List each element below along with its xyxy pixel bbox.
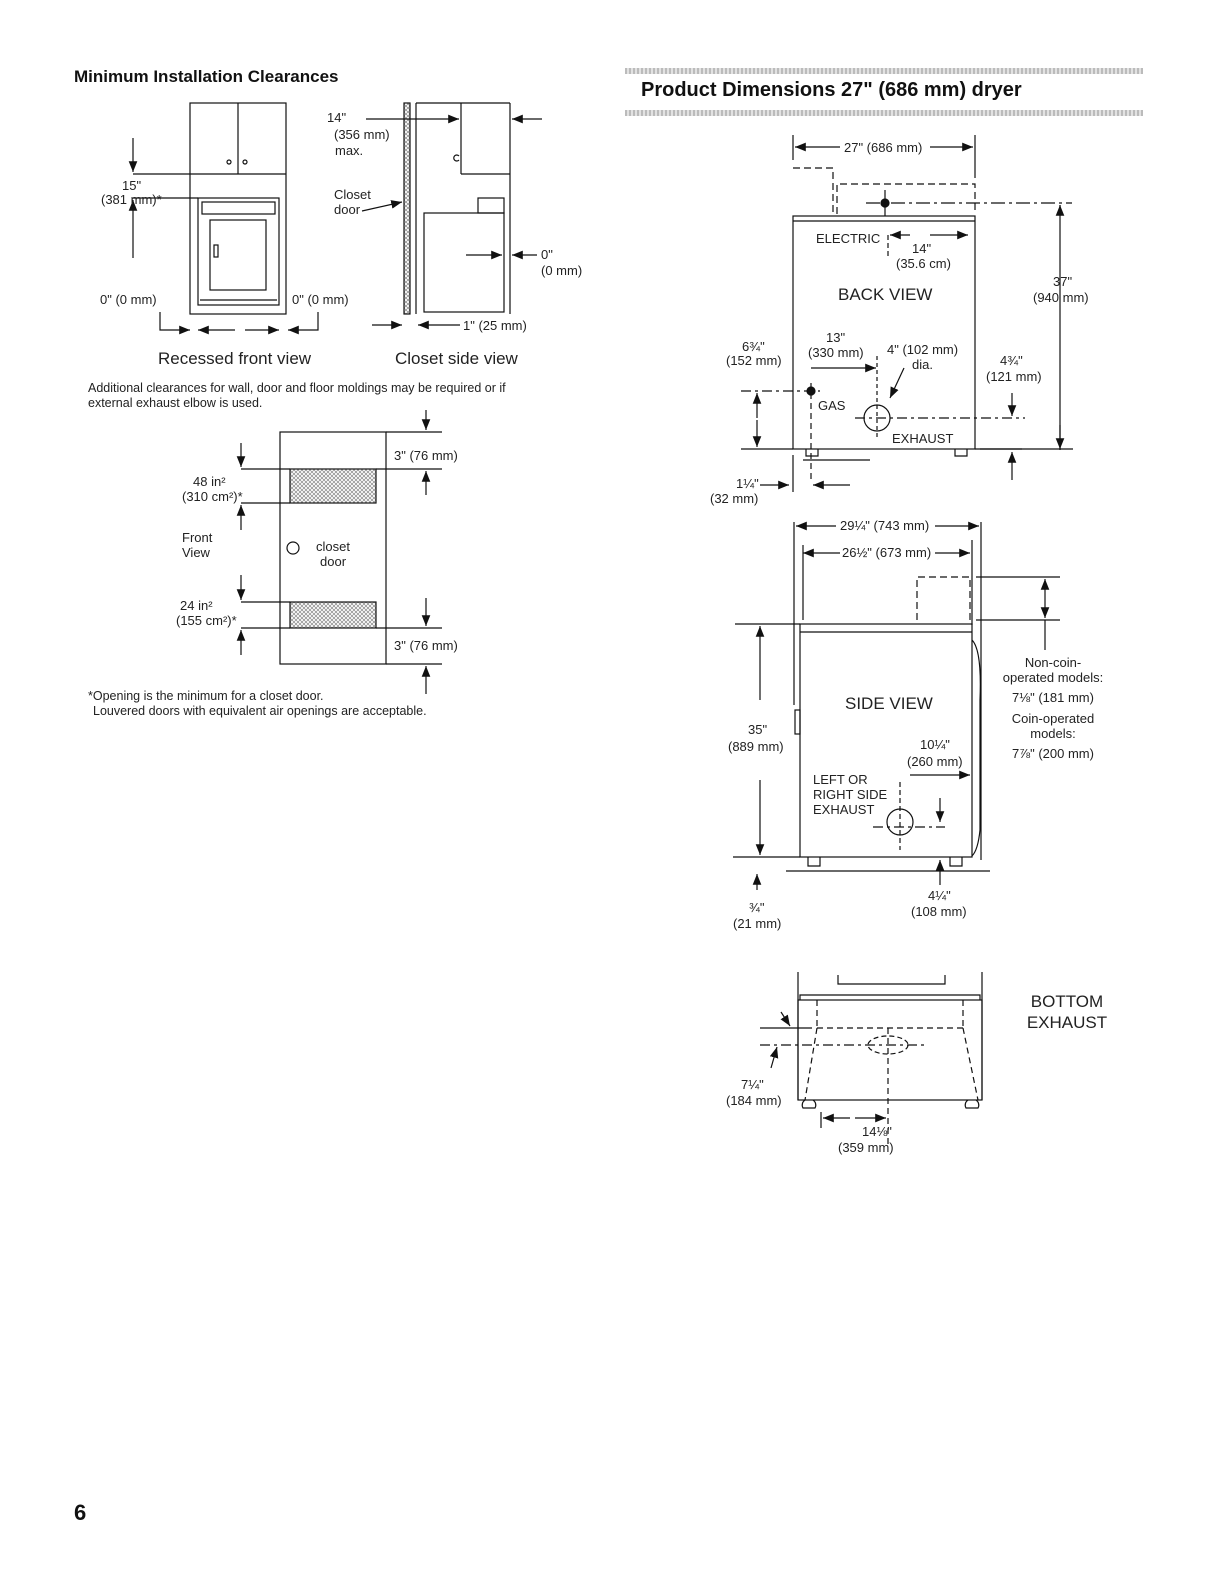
side-exhaust-height-mm: (108 mm) [911, 904, 967, 919]
coin-label-2: models: [1030, 726, 1076, 741]
back-exhaust-height: 4¾" [1000, 353, 1023, 368]
csv-cabinet-depth-max: max. [335, 143, 364, 158]
top-gap: 3" (76 mm) [394, 448, 458, 463]
back-view-drawing [741, 135, 1073, 492]
side-foot: ¾" [749, 900, 765, 915]
rfv-left-side: 0" (0 mm) [100, 292, 157, 307]
back-gas-height-mm: (152 mm) [726, 353, 782, 368]
side-foot-mm: (21 mm) [733, 916, 782, 931]
back-height: 37" [1053, 274, 1073, 289]
bottom-depth: 7¼" [741, 1077, 764, 1092]
bottom-exhaust-title-1: BOTTOM [1030, 992, 1104, 1011]
front-view-label-2: View [182, 545, 210, 560]
bottom-gap: 3" (76 mm) [394, 638, 458, 653]
bottom-opening-area: 24 in² [180, 598, 213, 613]
side-view-drawing [733, 521, 1060, 890]
closet-door-front-drawing [236, 410, 442, 694]
footnote-1: *Opening is the minimum for a closet doo… [88, 689, 324, 703]
back-exhaust-dia: 4" (102 mm) [887, 342, 959, 357]
back-electric-offset: 14" [912, 241, 932, 256]
csv-rear-clearance-mm: (0 mm) [541, 263, 583, 278]
rfv-top-clearance: 15" [122, 178, 142, 193]
back-exhaust-height-mm: (121 mm) [986, 369, 1042, 384]
side-exhaust-label-1: LEFT OR [813, 772, 868, 787]
front-view-label-1: Front [182, 530, 213, 545]
side-exhaust-offset-mm: (260 mm) [907, 754, 963, 769]
back-gas-side: 1¼" [736, 476, 759, 491]
top-opening-area: 48 in² [193, 474, 226, 489]
back-electric-offset-cm: (35.6 cm) [896, 256, 951, 271]
bottom-offset: 14⅛" [862, 1124, 892, 1139]
additional-clearance-note-2: external exhaust elbow is used. [88, 396, 263, 410]
back-gas-label: GAS [818, 398, 846, 413]
closet-side-view-drawing [361, 102, 542, 330]
back-view-title: BACK VIEW [838, 285, 933, 304]
csv-cabinet-depth: 14" [327, 110, 347, 125]
bottom-exhaust-drawing [760, 972, 983, 1145]
header-band-top [625, 68, 1143, 74]
installation-clearances-heading: Minimum Installation Clearances [74, 67, 339, 86]
closet-door-label-1: closet [316, 539, 350, 554]
coin-label-1: Coin-operated [1011, 711, 1095, 726]
back-width: 27" (686 mm) [844, 140, 923, 155]
csv-cabinet-depth-mm: (356 mm) [334, 127, 390, 142]
back-gas-side-mm: (32 mm) [710, 491, 759, 506]
header-band-bottom [625, 110, 1143, 116]
product-dimensions-header: Product Dimensions 27" (686 mm) dryer [625, 68, 1143, 116]
page-number: 6 [74, 1500, 87, 1525]
top-opening-area-cm: (310 cm²)* [182, 489, 243, 504]
bottom-depth-mm: (184 mm) [726, 1093, 782, 1108]
back-exhaust-offset: 13" [826, 330, 846, 345]
csv-rear-clearance: 0" [541, 247, 553, 262]
csv-door-clearance: 1" (25 mm) [463, 318, 527, 333]
product-dimensions-heading: Product Dimensions 27" (686 mm) dryer [641, 79, 1022, 101]
back-exhaust-dia-label: dia. [912, 357, 933, 372]
bottom-opening-area-cm: (155 cm²)* [176, 613, 237, 628]
recessed-front-view-caption: Recessed front view [158, 349, 312, 368]
back-height-mm: (940 mm) [1033, 290, 1089, 305]
side-exhaust-label-2: RIGHT SIDE [813, 787, 888, 802]
back-exhaust-offset-mm: (330 mm) [808, 345, 864, 360]
closet-side-view-caption: Closet side view [395, 349, 518, 368]
side-exhaust-label-3: EXHAUST [813, 802, 875, 817]
back-exhaust-label: EXHAUST [892, 431, 954, 446]
side-exhaust-offset: 10¼" [920, 737, 950, 752]
noncoin-label-2: operated models: [1002, 670, 1104, 685]
additional-clearance-note-1: Additional clearances for wall, door and… [88, 381, 506, 395]
side-view-title: SIDE VIEW [845, 694, 933, 713]
footnote-2: Louvered doors with equivalent air openi… [93, 704, 427, 718]
side-depth-cabinet: 26½" (673 mm) [842, 545, 932, 560]
side-exhaust-height: 4¼" [928, 888, 951, 903]
bottom-exhaust-title-2: EXHAUST [1026, 1013, 1108, 1032]
noncoin-value: 7⅛" (181 mm) [1012, 690, 1094, 705]
closet-door-label-2: door [320, 554, 347, 569]
rfv-top-clearance-mm: (381 mm)* [101, 192, 162, 207]
bottom-offset-mm: (359 mm) [838, 1140, 894, 1155]
noncoin-label-1: Non-coin- [1024, 655, 1082, 670]
csv-closet-label-2: door [334, 202, 361, 217]
coin-value: 7⅞" (200 mm) [1012, 746, 1094, 761]
side-height: 35" [748, 722, 768, 737]
back-gas-height: 6¾" [742, 339, 765, 354]
csv-closet-label-1: Closet [334, 187, 371, 202]
side-height-mm: (889 mm) [728, 739, 784, 754]
recessed-front-view-drawing [128, 102, 319, 335]
rfv-right-side: 0" (0 mm) [292, 292, 349, 307]
side-depth-total: 29¼" (743 mm) [840, 518, 930, 533]
back-electric: ELECTRIC [816, 231, 881, 246]
